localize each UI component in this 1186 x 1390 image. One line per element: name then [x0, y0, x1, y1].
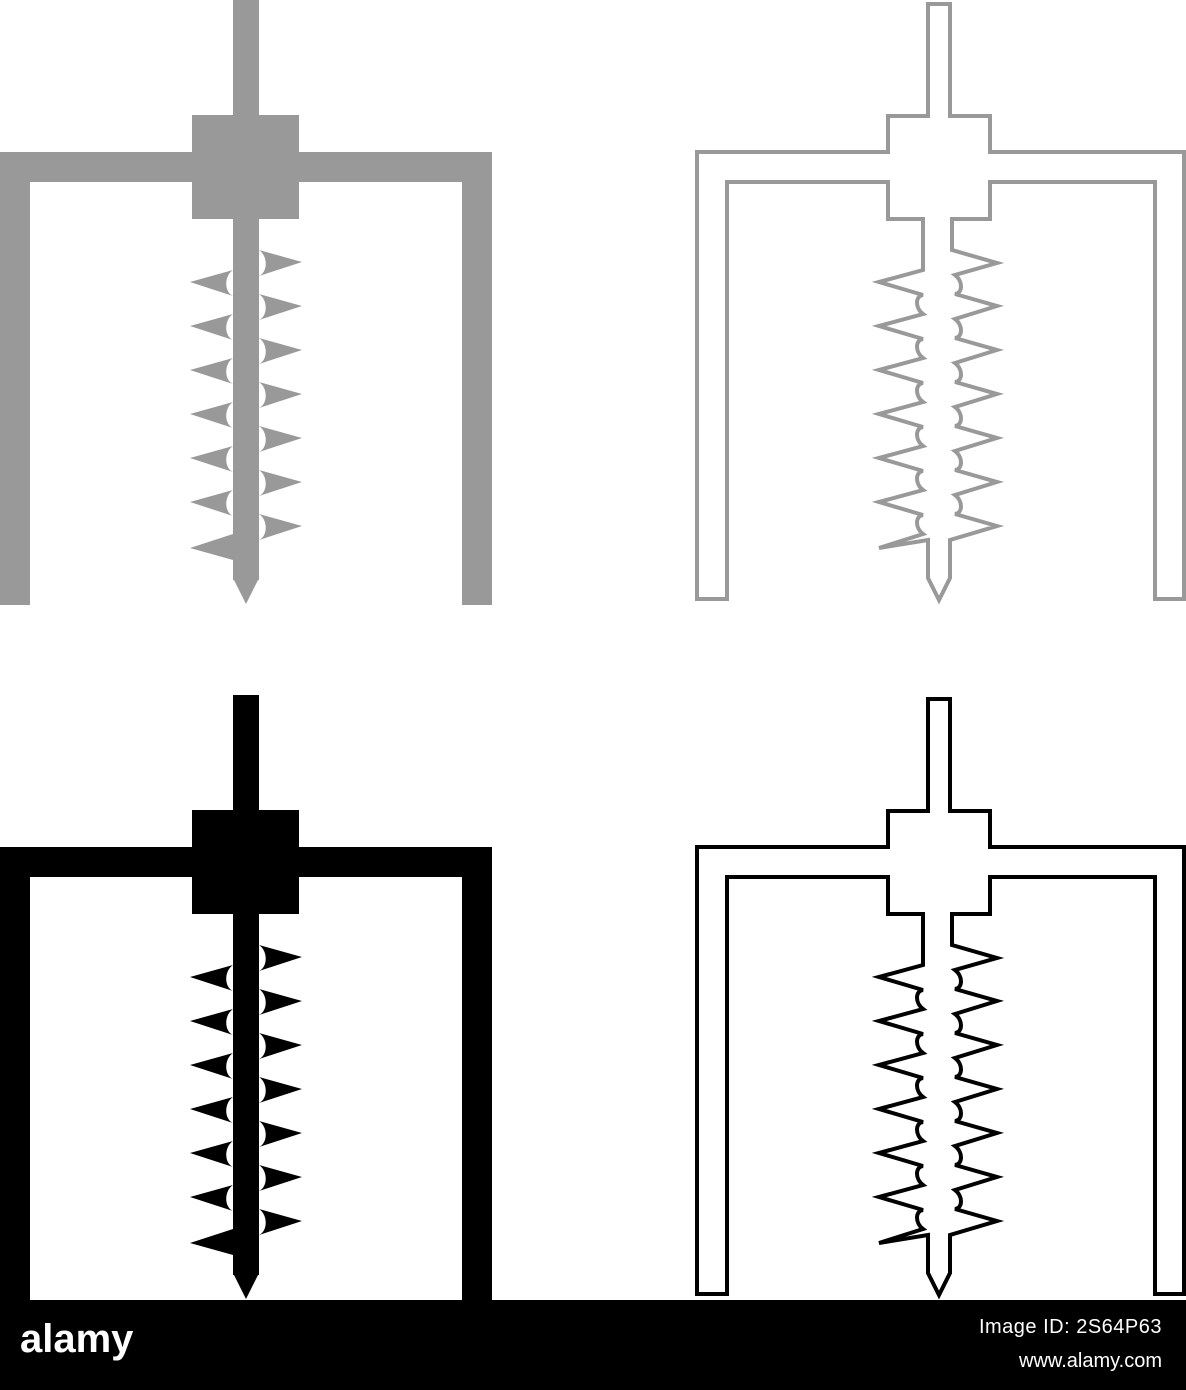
- auger-drill-outline-gray-icon: [593, 0, 1186, 650]
- watermark-footer: alamy Image ID: 2S64P63 www.alamy.com: [0, 1300, 1186, 1390]
- site-url[interactable]: www.alamy.com: [1019, 1350, 1162, 1372]
- auger-drill-shape: [0, 695, 492, 1300]
- alamy-logo[interactable]: alamy: [20, 1310, 170, 1370]
- auger-drill-outline-black-icon: [593, 695, 1186, 1345]
- auger-drill-shape: [695, 697, 1186, 1300]
- auger-drill-filled-gray-icon: [0, 0, 593, 650]
- icon-sheet: [0, 0, 1186, 1300]
- auger-drill-shape: [695, 2, 1186, 605]
- image-id: Image ID: 2S64P63: [978, 1316, 1162, 1338]
- auger-drill-filled-black-icon: [0, 695, 593, 1345]
- alamy-logo-text: alamy: [20, 1317, 134, 1361]
- auger-drill-shape: [0, 0, 492, 605]
